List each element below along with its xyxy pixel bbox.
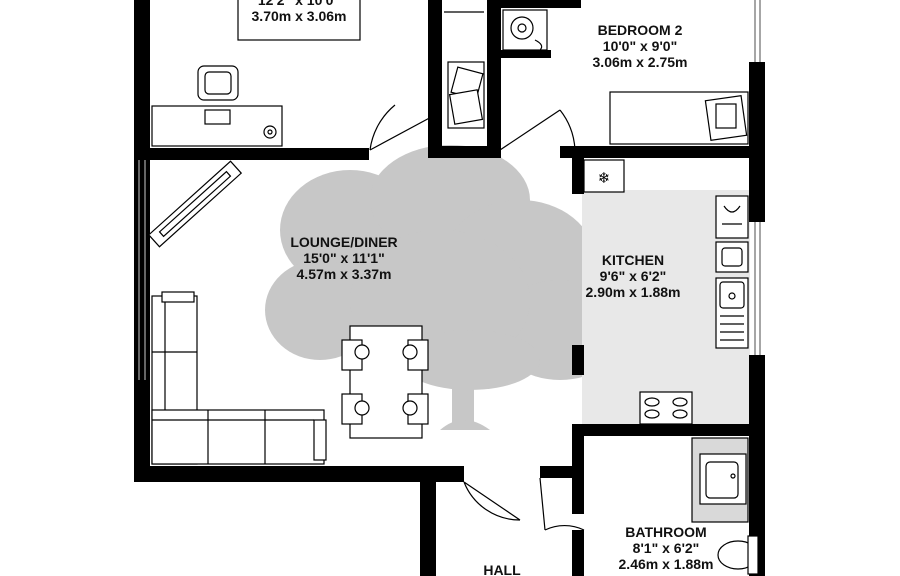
lounge-furniture	[147, 160, 429, 465]
doors	[369, 104, 585, 531]
hob-icon	[639, 391, 693, 425]
room-label-hall: HALL	[483, 562, 520, 576]
sofa	[151, 291, 327, 465]
bathroom-metric-size: 2.46m x 1.88m	[618, 556, 714, 572]
fireplace-icon	[147, 160, 243, 248]
lounge-imperial-size: 15'0" x 11'1"	[303, 250, 385, 266]
bedroom1-imperial-size: 12'2" x 10'0"	[257, 0, 341, 8]
room-label-bathroom: BATHROOM 8'1" x 6'2" 2.46m x 1.88m	[619, 524, 714, 572]
wardrobe	[444, 11, 485, 129]
bathroom-imperial-size: 8'1" x 6'2"	[632, 540, 700, 556]
windows	[138, 0, 761, 380]
svg-text:❄: ❄	[598, 169, 611, 187]
dining-table	[341, 325, 429, 439]
kitchen-imperial-size: 9'6" x 6'2"	[599, 268, 667, 284]
bedroom1-metric-size: 3.70m x 3.06m	[251, 8, 347, 24]
walls	[134, 0, 765, 576]
freezer-icon	[583, 159, 625, 193]
bathroom-fixtures	[691, 437, 759, 575]
kitchen-metric-size: 2.90m x 1.88m	[585, 284, 681, 300]
room-label-kitchen: KITCHEN 9'6" x 6'2" 2.90m x 1.88m	[586, 252, 681, 300]
bedroom2-metric-size: 3.06m x 2.75m	[592, 54, 688, 70]
kitchen-name: KITCHEN	[601, 252, 665, 268]
tree-watermark	[265, 145, 625, 430]
bedroom2-name: BEDROOM 2	[597, 22, 683, 38]
lounge-metric-size: 4.57m x 3.37m	[296, 266, 392, 282]
bathroom-name: BATHROOM	[625, 524, 707, 540]
lounge-name: LOUNGE/DINER	[290, 234, 398, 250]
kitchen-fixtures: ❄	[583, 159, 749, 425]
bedroom2-furniture	[502, 9, 749, 145]
toilet-icon	[717, 535, 759, 575]
bedroom2-imperial-size: 10'0" x 9'0"	[602, 38, 678, 54]
bedroom1-furniture	[151, 0, 361, 147]
room-label-bedroom1: 12'2" x 10'0" 3.70m x 3.06m	[252, 0, 347, 24]
room-label-bedroom2: BEDROOM 2 10'0" x 9'0" 3.06m x 2.75m	[593, 22, 688, 70]
bed	[237, 0, 361, 41]
hall-name: HALL	[483, 562, 521, 576]
room-label-lounge: LOUNGE/DINER 15'0" x 11'1" 4.57m x 3.37m	[290, 234, 397, 282]
